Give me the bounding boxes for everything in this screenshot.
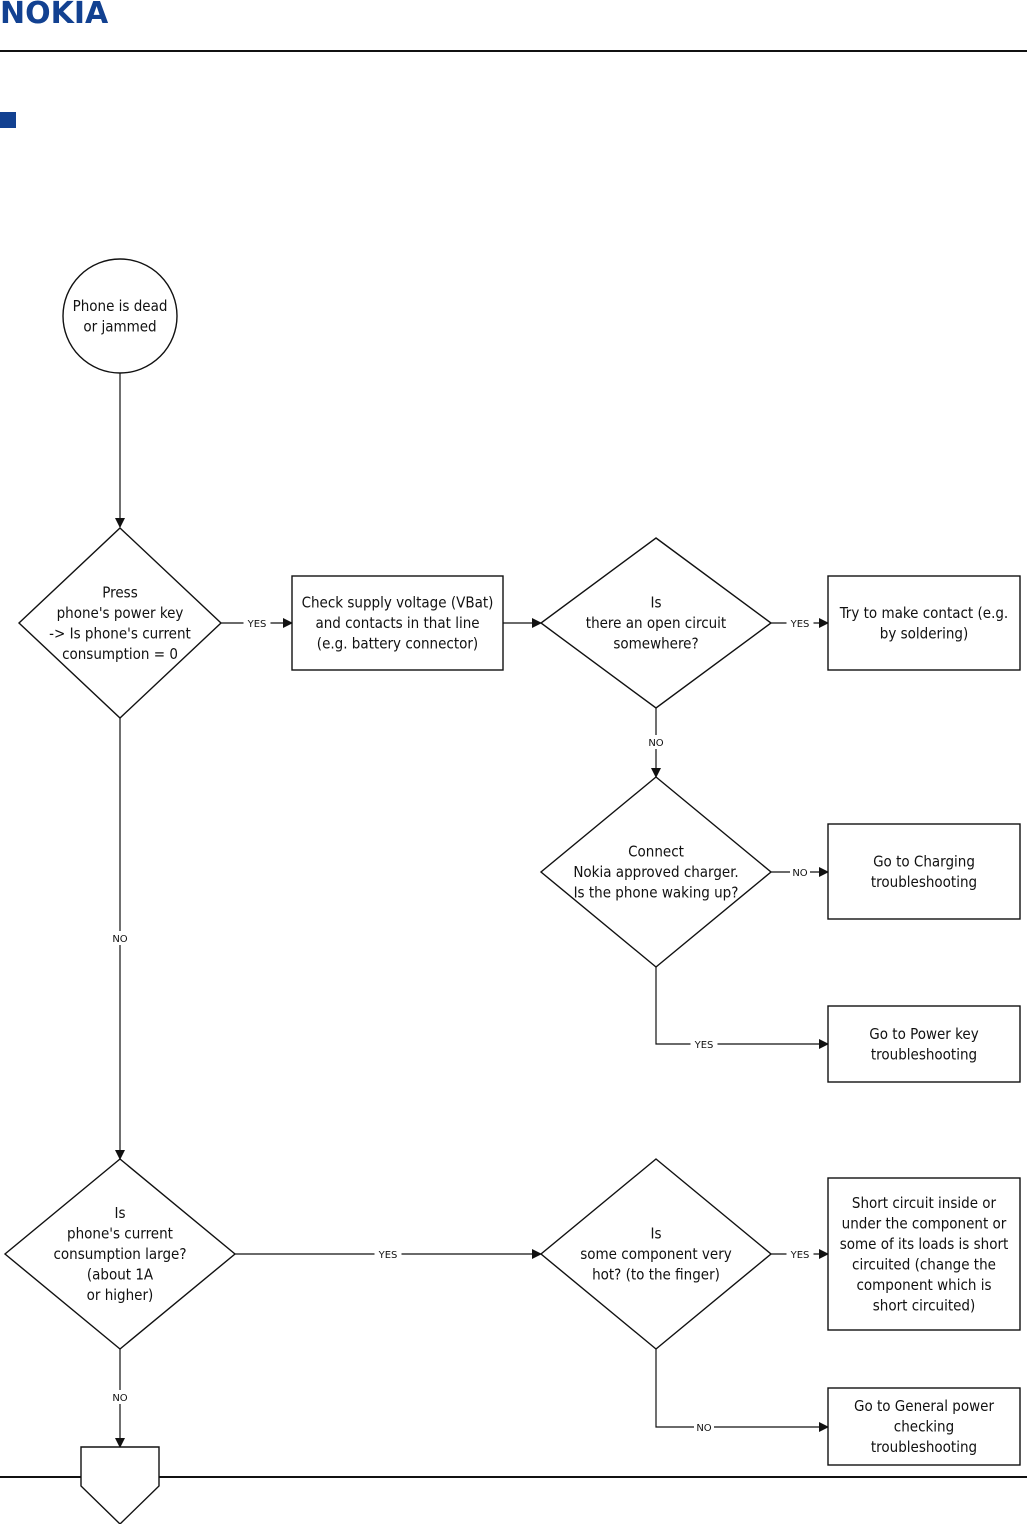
- section-marker-icon: [0, 112, 16, 128]
- node-p-short-circuit-text: short circuited): [873, 1296, 976, 1314]
- node-d-power-key-text: phone's power key: [57, 604, 184, 622]
- edge-large-current-yes-label-bg: [374, 1247, 402, 1261]
- header-divider: [0, 50, 1027, 52]
- node-d-power-key-text: -> Is phone's current: [49, 624, 191, 642]
- node-p-make-contact: [827, 575, 1021, 671]
- edge-large-current-yes-label: YES: [378, 1250, 398, 1261]
- edge-hot-component-yes-label: YES: [790, 1250, 810, 1261]
- node-p-general-power: [827, 1387, 1021, 1466]
- node-p-general-power-text: troubleshooting: [871, 1438, 977, 1456]
- node-p-charging-text: Go to Charging: [873, 852, 975, 870]
- off-page-connector: [80, 1446, 160, 1524]
- edge-charger-no-label-bg: [790, 865, 810, 879]
- node-p-check-supply-text: Check supply voltage (VBat): [302, 594, 494, 612]
- node-d-large-current: [3, 1158, 237, 1350]
- edge-large-current-no-label: NO: [112, 1393, 127, 1404]
- node-start-text: Phone is dead: [73, 297, 168, 315]
- node-d-open-circuit-text: there an open circuit: [586, 614, 726, 632]
- node-p-short-circuit-text: Short circuit inside or: [852, 1194, 997, 1212]
- node-p-check-supply: [291, 575, 504, 671]
- edge-hot-component-no-label-bg: [694, 1420, 714, 1434]
- node-p-general-power-text: Go to General power: [854, 1397, 994, 1415]
- edge-charger-yes: [655, 967, 829, 1049]
- node-p-short-circuit-text: component which is: [856, 1276, 991, 1294]
- node-d-charger-text: Is the phone waking up?: [574, 884, 739, 902]
- node-d-hot-component-text: hot? (to the finger): [592, 1266, 720, 1284]
- nokia-logo: NOKIA: [0, 0, 109, 31]
- node-p-general-power-text: checking: [894, 1418, 954, 1436]
- node-d-open-circuit-text: Is: [650, 594, 661, 612]
- footer-divider: [0, 1476, 1027, 1478]
- edge-hot-component-no-label: NO: [696, 1423, 711, 1434]
- edge-hot-component-yes-label-bg: [786, 1247, 814, 1261]
- edge-hot-component-no: [655, 1349, 829, 1432]
- node-d-large-current-text: (about 1A: [87, 1266, 154, 1284]
- node-p-short-circuit: [827, 1177, 1021, 1331]
- node-p-make-contact-text: Try to make contact (e.g.: [839, 604, 1008, 622]
- node-d-power-key: [17, 527, 223, 719]
- flowchart-shapes: [3, 258, 1021, 1524]
- edge-power-key-no-label-bg: [110, 931, 130, 945]
- node-p-charging-text: troubleshooting: [871, 873, 977, 891]
- node-d-charger-text: Connect: [628, 843, 684, 861]
- node-d-hot-component: [539, 1158, 773, 1350]
- node-p-short-circuit-text: under the component or: [842, 1214, 1007, 1232]
- node-d-hot-component-text: Is: [650, 1225, 661, 1243]
- node-d-open-circuit: [539, 537, 773, 709]
- node-p-power-key: [827, 1005, 1021, 1083]
- node-p-short-circuit-text: circuited (change the: [852, 1255, 996, 1273]
- node-d-charger-text: Nokia approved charger.: [573, 863, 738, 881]
- edge-charger-no-label: NO: [792, 868, 807, 879]
- node-start-text: or jammed: [83, 317, 156, 335]
- edge-open-circuit-yes-label: YES: [790, 619, 810, 630]
- node-d-power-key-text: Press: [102, 583, 137, 601]
- node-d-charger: [539, 776, 773, 968]
- node-p-charging: [827, 823, 1021, 920]
- edge-charger-yes-label-bg: [690, 1037, 718, 1051]
- edge-power-key-no-label: NO: [112, 934, 127, 945]
- node-p-check-supply-text: and contacts in that line: [315, 614, 479, 632]
- node-d-large-current-text: phone's current: [67, 1225, 173, 1243]
- node-p-power-key-text: Go to Power key: [869, 1025, 978, 1043]
- node-d-large-current-text: Is: [114, 1204, 125, 1222]
- edge-large-current-no-label-bg: [110, 1390, 130, 1404]
- node-p-short-circuit-text: some of its loads is short: [840, 1235, 1009, 1253]
- node-p-make-contact-text: by soldering): [880, 624, 968, 642]
- edge-power-key-yes-label-bg: [243, 616, 271, 630]
- node-d-large-current-text: consumption large?: [53, 1245, 186, 1263]
- node-d-open-circuit-text: somewhere?: [613, 635, 698, 653]
- node-p-check-supply-text: (e.g. battery connector): [317, 635, 478, 653]
- page-header: NOKIA: [0, 0, 1027, 52]
- edge-open-circuit-yes-label-bg: [786, 616, 814, 630]
- node-d-large-current-text: or higher): [87, 1286, 154, 1304]
- edge-open-circuit-no-label: NO: [648, 738, 663, 749]
- node-d-hot-component-text: some component very: [580, 1245, 731, 1263]
- edge-power-key-yes-label: YES: [247, 619, 267, 630]
- edge-charger-yes-label: YES: [694, 1040, 714, 1051]
- edge-open-circuit-no-label-bg: [646, 735, 666, 749]
- node-p-power-key-text: troubleshooting: [871, 1045, 977, 1063]
- node-d-power-key-text: consumption = 0: [62, 645, 178, 663]
- node-start: [62, 258, 178, 374]
